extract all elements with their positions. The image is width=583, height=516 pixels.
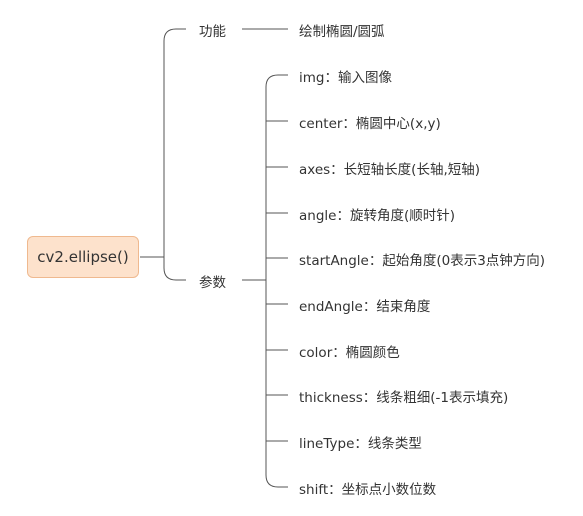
param-endangle[interactable]: endAngle：结束角度 <box>299 299 431 315</box>
root-label: cv2.ellipse() <box>37 248 129 266</box>
param-color[interactable]: color：椭圆颜色 <box>299 345 400 361</box>
param-thickness[interactable]: thickness：线条粗细(-1表示填充) <box>299 390 509 406</box>
param-center[interactable]: center：椭圆中心(x,y) <box>299 116 441 132</box>
param-axes[interactable]: axes：长短轴长度(长轴,短轴) <box>299 162 481 178</box>
root-node[interactable]: cv2.ellipse() <box>27 236 139 278</box>
param-ticks <box>266 120 288 442</box>
param-img[interactable]: img：输入图像 <box>299 70 392 86</box>
param-linetype[interactable]: lineType：线条类型 <box>299 436 422 452</box>
branch-function[interactable]: 功能 <box>199 24 226 40</box>
connector-params-trunk <box>265 74 288 488</box>
connector-trunk <box>163 28 186 281</box>
param-angle[interactable]: angle：旋转角度(顺时针) <box>299 208 455 224</box>
param-startangle[interactable]: startAngle：起始角度(0表示3点钟方向) <box>299 253 546 269</box>
function-child[interactable]: 绘制椭圆/圆弧 <box>299 24 385 40</box>
param-shift[interactable]: shift：坐标点小数位数 <box>299 482 437 498</box>
branch-params[interactable]: 参数 <box>199 275 226 291</box>
